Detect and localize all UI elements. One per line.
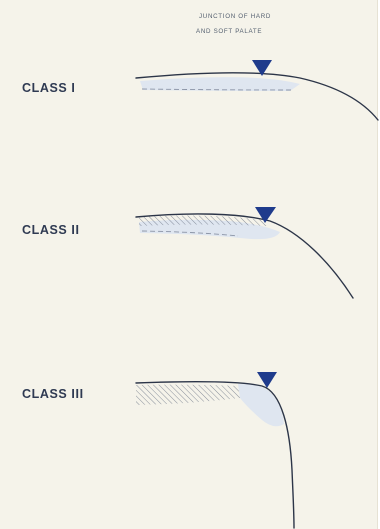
class-3-label: CLASS III [22,387,84,401]
class-1-tissue-layer [140,77,300,91]
junction-annotation: JUNCTION OF HARD AND SOFT PALATE [196,13,271,35]
annotation-line-1: JUNCTION OF HARD [199,13,271,20]
class-2-label: CLASS II [22,223,80,237]
class-3-tissue-layer [238,384,284,426]
class-1-label: CLASS I [22,81,76,95]
class-1-group: CLASS I [22,60,378,120]
annotation-line-2: AND SOFT PALATE [196,28,262,35]
class-3-group: CLASS III [22,372,294,528]
class-2-group: CLASS II [22,207,353,298]
class-3-hatched-layer [136,385,240,405]
